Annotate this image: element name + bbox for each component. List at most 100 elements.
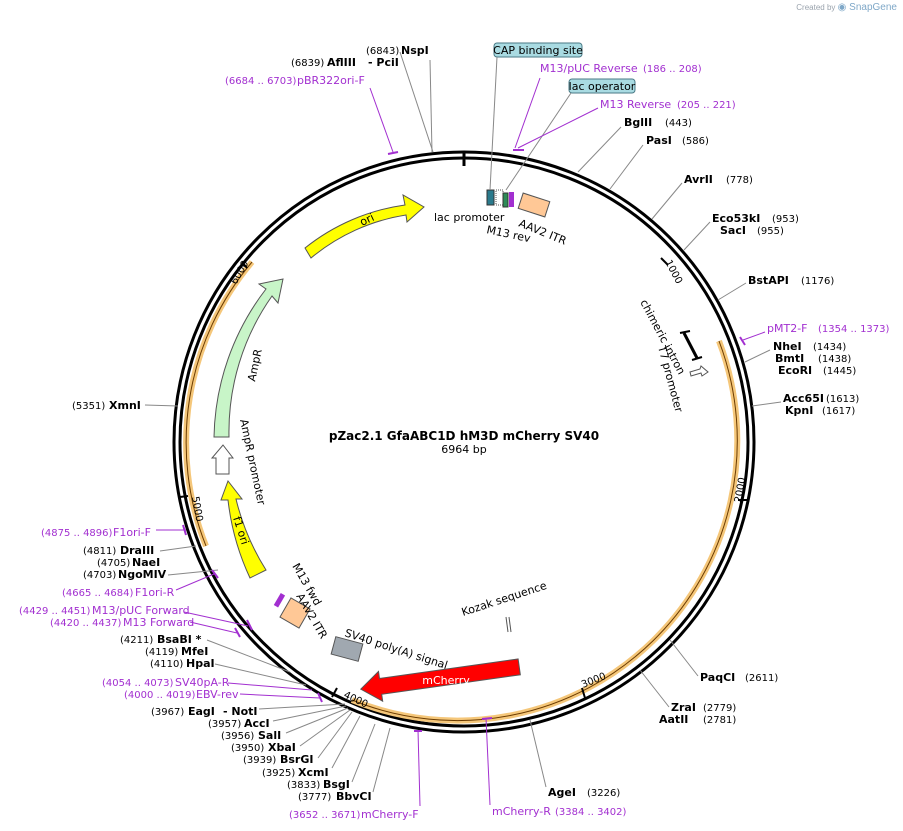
bsabi-leader	[206, 639, 291, 673]
agei-leader	[529, 719, 547, 788]
bsgi-pos: (3833)	[287, 780, 320, 791]
bbvci-leader	[372, 727, 391, 793]
lac-operator-label: lac operator	[569, 80, 636, 93]
cap-binding-feature	[486, 189, 495, 206]
noti-name: - NotI	[223, 705, 258, 718]
pbr322ori-f-name: pBR322ori-F	[297, 74, 365, 87]
eagi-pos: (3967)	[151, 707, 184, 718]
saci-pos: (955)	[757, 226, 784, 237]
pasi-pos: (586)	[682, 136, 709, 147]
bmti-pos: (1438)	[818, 354, 851, 365]
xmni-name: XmnI	[109, 399, 141, 412]
mcherry-r-leader	[485, 717, 491, 806]
paqci-pos: (2611)	[745, 673, 778, 684]
snapgene-logo: ◉ SnapGene	[837, 2, 897, 13]
sv40pa-r-leader	[227, 682, 313, 691]
plasmid-name: pZac2.1 GfaABC1D hM3D mCherry SV40	[329, 429, 599, 443]
ampr-label: AmpR	[245, 347, 265, 382]
bstapi-pos: (1176)	[801, 276, 834, 287]
tick-mark-5000	[179, 495, 189, 498]
draiii-leader	[159, 545, 197, 552]
f1ori-r-leader	[175, 573, 215, 591]
mcherry-f-range: (3652 .. 3671)	[289, 810, 361, 821]
xcmi-leader	[331, 715, 361, 769]
m13-forward-name: M13 Forward	[123, 616, 194, 629]
xmni-pos: (5351)	[72, 401, 105, 412]
pbr322ori-f-range: (6684 .. 6703)	[225, 76, 297, 87]
f1ori-f-name: F1ori-F	[113, 526, 151, 539]
m13-forward-leader	[189, 621, 238, 634]
aatii-name: AatII	[659, 713, 688, 726]
pmt2-f-leader	[742, 331, 766, 341]
avrii-name: AvrII	[684, 173, 713, 186]
plasmid-length: 6964 bp	[441, 443, 486, 456]
mcherry-f-leader	[417, 729, 421, 807]
tick-mark-1000	[660, 257, 669, 266]
m13-rev-feature	[509, 192, 514, 207]
eco53ki-name: Eco53kI	[712, 212, 760, 225]
watermark-brand: SnapGene	[849, 2, 897, 13]
hpai-leader	[214, 663, 307, 686]
primers: (6684 .. 6703) pBR322ori-F M13/pUC Rever…	[19, 62, 890, 821]
naei-name: NaeI	[132, 556, 160, 569]
nspi-leader	[399, 51, 434, 153]
sali-pos: (3956)	[221, 731, 254, 742]
m13puc-reverse-leader	[514, 77, 541, 149]
sv40pa-r-name: SV40pA-R	[175, 676, 230, 689]
agei-name: AgeI	[548, 786, 576, 799]
lac-promoter-label: lac promoter	[434, 211, 505, 224]
mcherry-r-range: (3384 .. 3402)	[555, 807, 627, 818]
sv40pa-r-range: (4054 .. 4073)	[102, 678, 174, 689]
sali-leader	[285, 707, 349, 734]
m13puc-forward-range: (4429 .. 4451)	[19, 606, 91, 617]
cap-binding-box	[493, 42, 583, 58]
f1ori-r-range: (4665 .. 4684)	[62, 588, 134, 599]
saci-name: SacI	[720, 224, 746, 237]
sv40-polya-feature	[330, 636, 364, 662]
ampr-feature	[213, 278, 284, 438]
bglii-leader	[577, 126, 622, 173]
kozak-mark-2	[508, 616, 512, 633]
m13-reverse-leader	[517, 107, 599, 149]
pasi-leader	[609, 144, 644, 190]
kpni-pos: (1617)	[822, 406, 855, 417]
backbone-arc-line	[185, 261, 253, 547]
bsrgi-leader	[317, 711, 353, 759]
bstapi-leader	[717, 282, 747, 301]
avrii-pos: (778)	[726, 175, 753, 186]
nspi-name: NspI	[401, 44, 429, 57]
bbvci-pos: (3777)	[298, 792, 331, 803]
pmt2-f-name: pMT2-F	[767, 322, 808, 335]
lac-operator-leader	[505, 92, 572, 191]
acc65i-leader	[751, 401, 782, 407]
ngomiv-leader	[167, 569, 219, 576]
pcii-name: - PciI	[368, 56, 399, 69]
cap-binding-leader	[489, 56, 498, 191]
bglii-name: BglII	[624, 116, 652, 129]
avrii-leader	[651, 182, 683, 220]
naei-pos: (4705)	[97, 558, 130, 569]
bglii-pos: (443)	[665, 118, 692, 129]
zrai-pos: (2779)	[703, 703, 736, 714]
f1ori-r-mark	[211, 569, 219, 579]
mfei-pos: (4119)	[145, 647, 178, 658]
draiii-pos: (4811)	[83, 546, 116, 557]
chimeric-intron-cap-bottom	[691, 356, 703, 361]
xcmi-name: XcmI	[298, 766, 329, 779]
eagi-leader	[258, 703, 346, 710]
zrai-name: ZraI	[671, 701, 696, 714]
acc65i-name: Acc65I	[783, 392, 824, 405]
chimeric-intron-feature	[682, 332, 699, 359]
afliii-name: AflIII	[327, 56, 356, 69]
watermark-text: Created by	[796, 3, 836, 12]
aatii-pos: (2781)	[703, 715, 736, 726]
hpai-pos: (4110)	[150, 659, 183, 670]
pbr322ori-f-mark	[387, 151, 399, 155]
m13-reverse-name: M13 Reverse	[600, 98, 671, 111]
eco53ki-leader	[683, 221, 711, 251]
ori-label: ori	[358, 211, 376, 229]
tick-label-2000: 2000	[733, 477, 748, 504]
m13puc-reverse-range: (186 .. 208)	[643, 64, 702, 75]
ngomiv-pos: (4703)	[83, 570, 116, 581]
mcherry-f-name: mCherry-F	[361, 808, 419, 821]
